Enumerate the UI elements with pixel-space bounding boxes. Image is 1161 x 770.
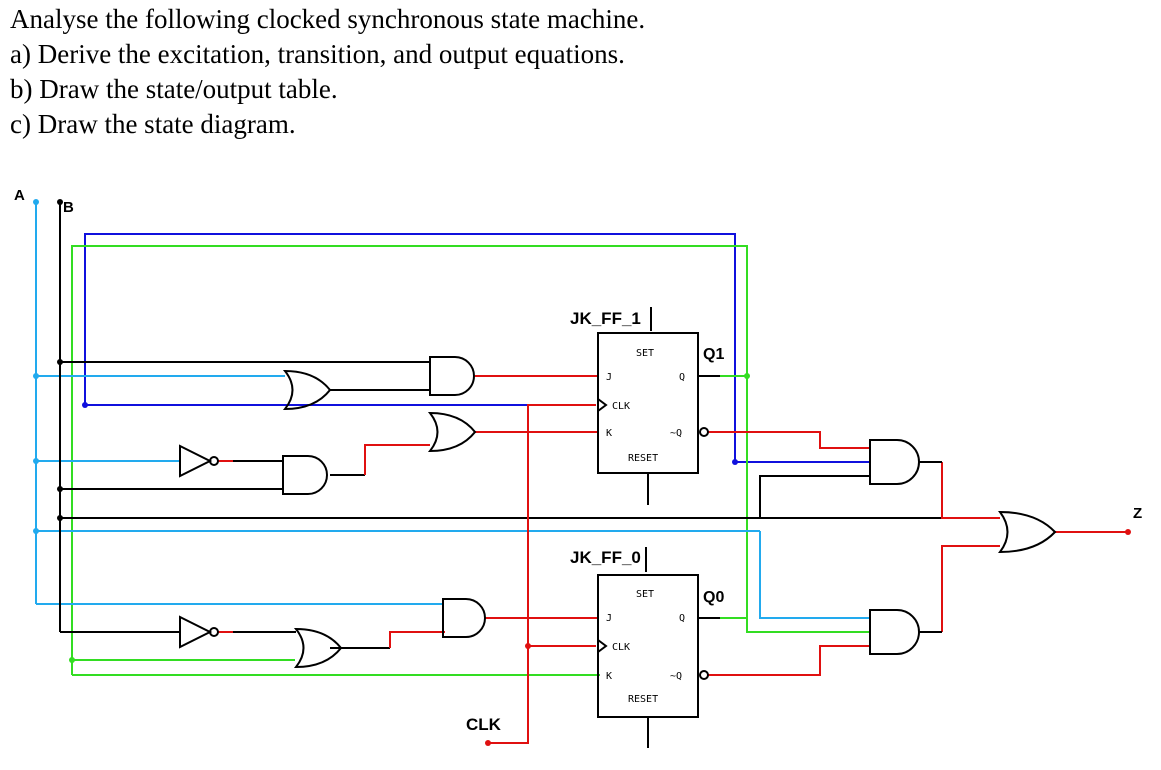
clk-label: CLK <box>466 715 502 734</box>
ff1-name: JK_FF_1 <box>570 309 641 328</box>
input-a-label: A <box>14 187 25 204</box>
output-z-label: Z <box>1133 505 1142 522</box>
input-b-label: B <box>63 199 74 216</box>
inverter-a <box>179 444 219 478</box>
q1-label: Q1 <box>703 346 724 363</box>
input-b-wire <box>59 202 1000 649</box>
ff1-j-pin: J <box>606 372 612 383</box>
jk-flip-flop-0: JK_FF_0 SET J CLK K Q ~Q RESET Q0 <box>570 547 724 748</box>
question-title: Analyse the following clocked synchronou… <box>10 4 646 34</box>
ff1-q-pin: Q <box>679 372 685 383</box>
question-text: Analyse the following clocked synchronou… <box>10 2 645 142</box>
junction-dots <box>33 199 1131 746</box>
and-gate-2 <box>282 455 328 495</box>
jk-flip-flop-1: JK_FF_1 SET J CLK K Q ~Q RESET Q1 <box>570 307 724 505</box>
or-gate-1 <box>282 369 332 411</box>
or-gate-3 <box>293 627 343 669</box>
ff0-name: JK_FF_0 <box>570 548 641 567</box>
q0-feedback-wire <box>71 245 870 676</box>
ff0-set-pin: SET <box>636 589 654 600</box>
ff1-set-pin: SET <box>636 348 654 359</box>
q0-label: Q0 <box>703 589 724 606</box>
question-part-a: a) Derive the excitation, transition, an… <box>10 39 625 69</box>
question-part-b: b) Draw the state/output table. <box>10 74 338 104</box>
and-gate-out-2 <box>869 609 920 655</box>
ff0-reset-pin: RESET <box>628 694 658 705</box>
and-gate-j1 <box>429 356 475 396</box>
ff0-j-pin: J <box>606 613 612 624</box>
ff1-clk-pin: CLK <box>612 401 630 412</box>
or-gate-output <box>998 510 1057 554</box>
ff0-k-pin: K <box>606 671 612 682</box>
ff1-qn-pin: ~Q <box>670 428 682 439</box>
and-gate-j0 <box>442 598 486 638</box>
inverter-b <box>179 615 219 649</box>
and-gate-out-1 <box>869 439 920 485</box>
ff1-reset-pin: RESET <box>628 453 658 464</box>
q1-feedback-wire <box>84 233 870 463</box>
ff0-clk-pin: CLK <box>612 642 630 653</box>
ff0-qn-pin: ~Q <box>670 671 682 682</box>
input-a-wire <box>35 202 870 619</box>
ff1-k-pin: K <box>606 428 612 439</box>
question-part-c: c) Draw the state diagram. <box>10 109 296 139</box>
or-gate-k1 <box>427 411 477 453</box>
clock-and-output-wires <box>218 375 1128 744</box>
ff0-q-pin: Q <box>679 613 685 624</box>
